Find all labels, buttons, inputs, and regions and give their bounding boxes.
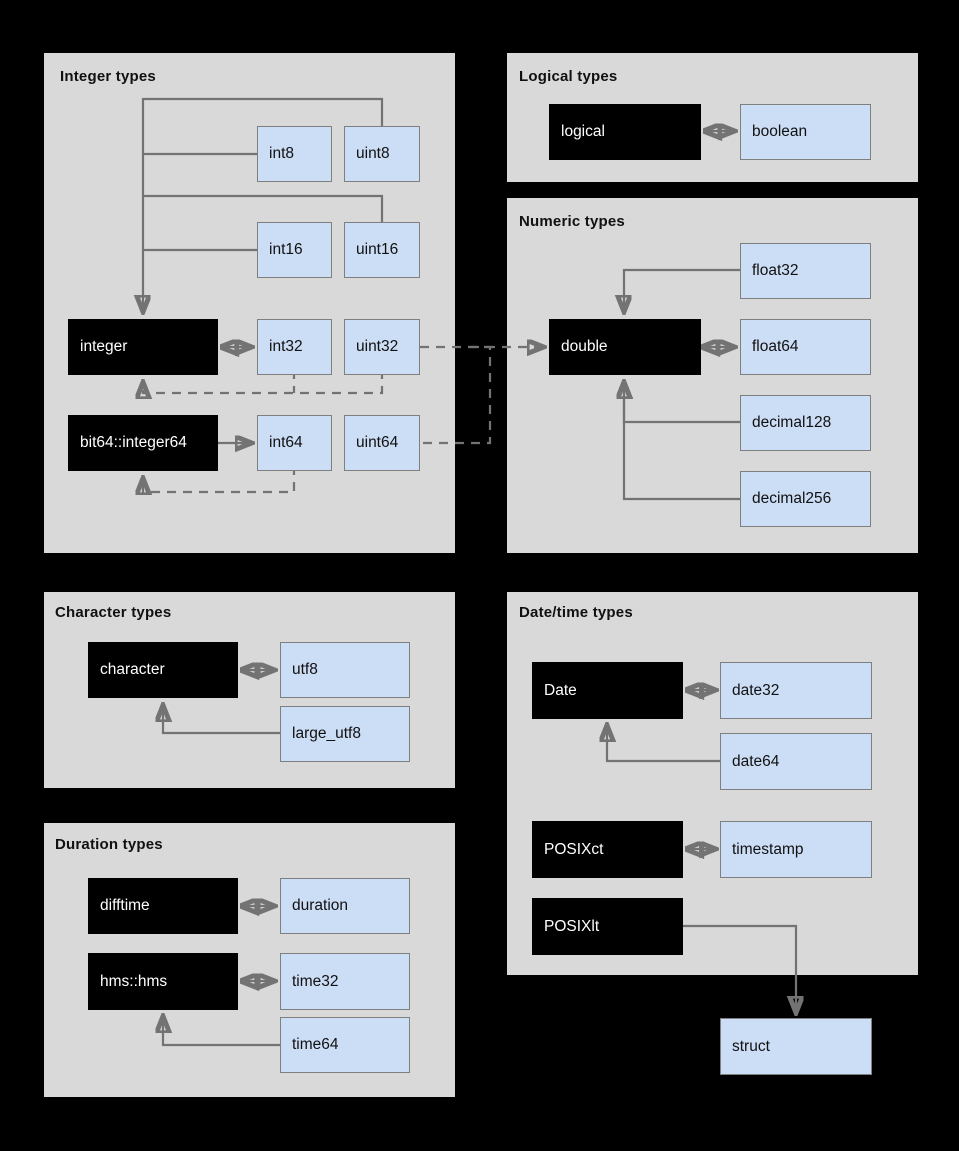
node-float64[interactable]: float64 [740, 319, 871, 375]
node-difftime[interactable]: difftime [88, 878, 238, 934]
node-decimal128[interactable]: decimal128 [740, 395, 871, 451]
node-time32[interactable]: time32 [280, 953, 410, 1010]
node-boolean[interactable]: boolean [740, 104, 871, 160]
node-decimal256[interactable]: decimal256 [740, 471, 871, 527]
node-hms-hms[interactable]: hms::hms [88, 953, 238, 1010]
node-date64[interactable]: date64 [720, 733, 872, 790]
node-duration[interactable]: duration [280, 878, 410, 934]
node-large-utf8[interactable]: large_utf8 [280, 706, 410, 762]
panel-title-datetime-types: Date/time types [519, 604, 633, 621]
node-bit64-integer64[interactable]: bit64::integer64 [68, 415, 218, 471]
panel-title-integer-types: Integer types [60, 68, 156, 85]
node-date32[interactable]: date32 [720, 662, 872, 719]
node-int8[interactable]: int8 [257, 126, 332, 182]
node-float32[interactable]: float32 [740, 243, 871, 299]
node-struct[interactable]: struct [720, 1018, 872, 1075]
node-uint8[interactable]: uint8 [344, 126, 420, 182]
node-posixct[interactable]: POSIXct [532, 821, 683, 878]
node-uint32[interactable]: uint32 [344, 319, 420, 375]
node-int64[interactable]: int64 [257, 415, 332, 471]
panel-title-numeric-types: Numeric types [519, 213, 625, 230]
node-utf8[interactable]: utf8 [280, 642, 410, 698]
node-int32[interactable]: int32 [257, 319, 332, 375]
node-logical[interactable]: logical [549, 104, 701, 160]
panel-title-duration-types: Duration types [55, 836, 163, 853]
panel-title-logical-types: Logical types [519, 68, 618, 85]
node-uint64[interactable]: uint64 [344, 415, 420, 471]
node-posixlt[interactable]: POSIXlt [532, 898, 683, 955]
node-double[interactable]: double [549, 319, 701, 375]
node-uint16[interactable]: uint16 [344, 222, 420, 278]
node-character[interactable]: character [88, 642, 238, 698]
node-int16[interactable]: int16 [257, 222, 332, 278]
node-date[interactable]: Date [532, 662, 683, 719]
node-time64[interactable]: time64 [280, 1017, 410, 1073]
panel-title-character-types: Character types [55, 604, 172, 621]
node-timestamp[interactable]: timestamp [720, 821, 872, 878]
node-integer[interactable]: integer [68, 319, 218, 375]
